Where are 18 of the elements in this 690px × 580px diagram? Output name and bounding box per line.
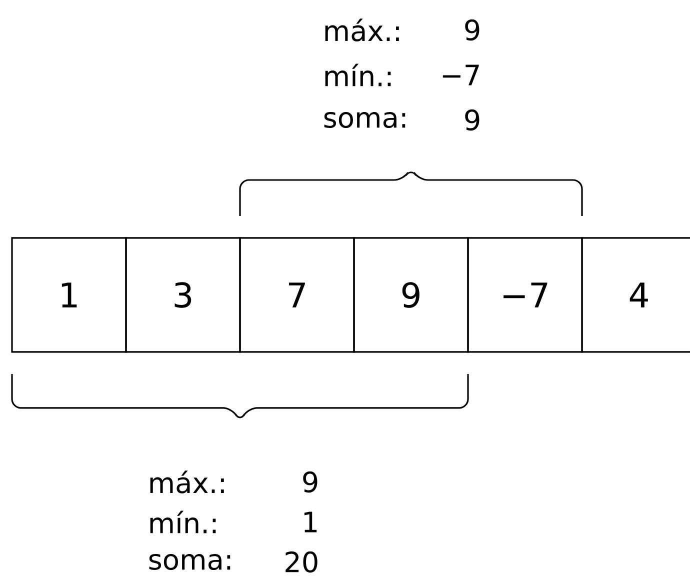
array-cell: 4 (581, 237, 690, 353)
stat-label: soma: (324, 112, 406, 128)
stat-label: máx.: (325, 18, 399, 42)
stat-label: soma: (149, 554, 230, 570)
stat-value: 9 (465, 109, 480, 131)
stat-label: máx.: (150, 470, 224, 494)
stat-value: −7 (442, 64, 479, 86)
stat-value: 9 (465, 19, 480, 41)
stat-value: 1 (304, 512, 317, 532)
array-cell: 3 (125, 237, 241, 353)
stat-label: mín.: (150, 510, 216, 534)
array-cell: −7 (467, 237, 583, 353)
array-cell: 7 (239, 237, 355, 353)
stat-value: 20 (286, 551, 318, 573)
array-cell: 9 (353, 237, 469, 353)
stat-value: 9 (303, 471, 318, 493)
array-cell: 1 (11, 237, 127, 353)
stat-label: mín.: (325, 64, 391, 86)
